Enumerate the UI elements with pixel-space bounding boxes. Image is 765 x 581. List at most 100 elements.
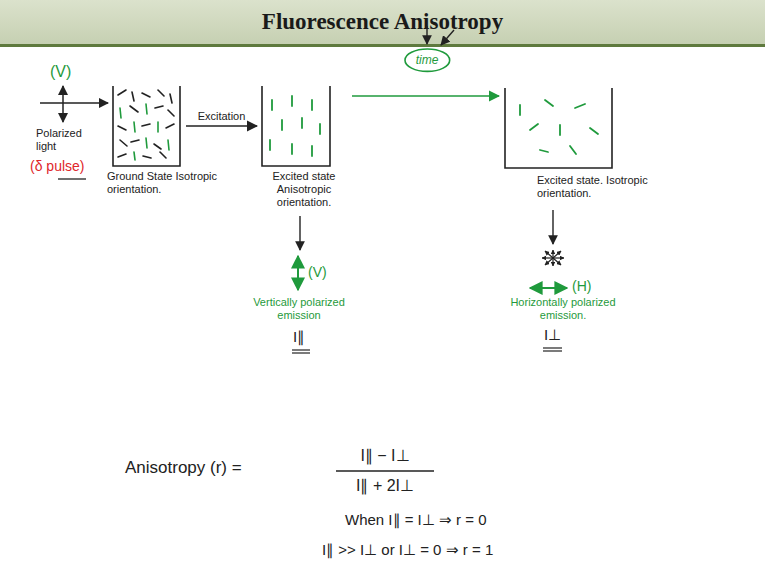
polarization-tag: (V) bbox=[308, 264, 327, 281]
molecule bbox=[311, 146, 313, 156]
fraction-bar bbox=[336, 470, 434, 472]
node-text-group: Ground State Isotropic orientation. bbox=[107, 170, 225, 196]
molecule bbox=[146, 104, 147, 114]
cuvette-outline bbox=[505, 88, 612, 168]
cuvette-wall bbox=[113, 86, 180, 166]
star-ray bbox=[545, 251, 561, 265]
double-underline bbox=[292, 349, 310, 350]
molecule bbox=[143, 156, 151, 158]
star-ray bbox=[545, 251, 561, 265]
connector-arrow bbox=[352, 95, 499, 97]
molecule bbox=[570, 146, 576, 154]
state-caption: Excited state. Isotropic orientation. bbox=[537, 174, 661, 200]
molecule bbox=[291, 96, 293, 106]
molecules bbox=[520, 100, 598, 154]
molecule bbox=[590, 128, 598, 134]
cuvette-wall bbox=[262, 86, 330, 166]
molecules bbox=[270, 96, 320, 156]
time-ellipse: time bbox=[404, 48, 451, 72]
node-text-group: Excited state Anisotropic orientation. bbox=[258, 170, 350, 210]
molecule bbox=[142, 93, 150, 97]
formula-condition: When I∥ = I⊥ ⇒ r = 0 bbox=[345, 511, 487, 529]
molecule bbox=[166, 124, 174, 128]
molecule bbox=[120, 140, 127, 146]
state-caption: Ground State Isotropic orientation. bbox=[107, 170, 225, 196]
molecule bbox=[519, 105, 521, 115]
sample-cuvette: Ground State Isotropic orientation. bbox=[113, 86, 180, 166]
molecule bbox=[281, 120, 283, 130]
light-beam-arrow bbox=[40, 102, 108, 104]
down-arrow bbox=[299, 216, 300, 250]
edge-label: Excitation bbox=[196, 110, 248, 123]
molecule bbox=[311, 100, 313, 110]
formula-denominator: I∥ + 2I⊥ bbox=[335, 476, 435, 495]
intensity-symbol: I∥ bbox=[293, 328, 305, 346]
molecule bbox=[575, 104, 585, 108]
light-caption: Polarized light bbox=[36, 127, 90, 153]
title-band: Fluorescence Anisotropy bbox=[0, 0, 765, 47]
molecule bbox=[168, 110, 174, 116]
molecule bbox=[158, 90, 164, 96]
molecule bbox=[120, 108, 121, 118]
underline bbox=[58, 178, 86, 179]
molecule bbox=[118, 90, 126, 95]
molecule bbox=[170, 94, 172, 103]
sample-cuvette: Excited state. Isotropic orientation. bbox=[505, 88, 612, 168]
time-label: time bbox=[416, 53, 439, 67]
molecule bbox=[301, 118, 303, 128]
molecule bbox=[134, 152, 135, 160]
molecule bbox=[146, 138, 147, 148]
pointer-arrow bbox=[441, 30, 454, 45]
pulse-note: (δ pulse) bbox=[30, 158, 84, 175]
node-text-group: time bbox=[404, 48, 451, 72]
molecule bbox=[154, 144, 161, 149]
molecule bbox=[142, 124, 150, 126]
molecule bbox=[131, 140, 139, 142]
cuvette-outline bbox=[113, 86, 180, 166]
vertical-polarization-arrow bbox=[297, 256, 299, 290]
random-polarization-symbol bbox=[542, 250, 564, 266]
emission-caption: Horizontally polarized emission. bbox=[500, 296, 626, 322]
polarization-arrow bbox=[62, 86, 64, 122]
connector-arrow bbox=[186, 125, 257, 127]
emission-caption: Vertically polarized emission bbox=[240, 296, 358, 322]
molecule bbox=[118, 154, 126, 157]
molecule bbox=[132, 92, 134, 101]
node-text-group: Excited state. Isotropic orientation. bbox=[537, 174, 661, 200]
molecule bbox=[291, 144, 293, 154]
molecule bbox=[319, 124, 321, 134]
horizontal-polarization-arrow bbox=[530, 287, 567, 289]
molecule bbox=[155, 106, 163, 108]
molecule bbox=[160, 152, 166, 158]
molecule bbox=[540, 150, 548, 152]
sample-cuvette: Excited state Anisotropic orientation. bbox=[262, 86, 330, 166]
polarization-tag: (H) bbox=[572, 278, 591, 295]
formula-lhs: Anisotropy (r) = bbox=[125, 458, 242, 478]
molecule bbox=[530, 124, 538, 130]
molecules bbox=[118, 90, 174, 160]
formula-condition: I∥ >> I⊥ or I⊥ = 0 ⇒ r = 1 bbox=[322, 541, 493, 559]
molecule bbox=[118, 126, 126, 130]
state-caption: Excited state Anisotropic orientation. bbox=[258, 170, 350, 210]
ellipse-shape bbox=[405, 49, 450, 71]
cuvette-wall bbox=[505, 88, 612, 168]
intensity-symbol: I⊥ bbox=[544, 326, 561, 344]
double-underline bbox=[543, 350, 562, 351]
molecule bbox=[269, 140, 271, 150]
molecule bbox=[168, 140, 169, 150]
slide-title: Fluorescence Anisotropy bbox=[0, 0, 765, 44]
double-underline bbox=[543, 347, 562, 348]
formula-numerator: I∥ − I⊥ bbox=[335, 446, 435, 465]
molecule bbox=[545, 100, 553, 106]
molecule bbox=[134, 122, 135, 132]
molecule bbox=[559, 125, 561, 135]
molecule bbox=[271, 100, 273, 110]
pointer-arrow bbox=[426, 26, 427, 44]
molecule bbox=[130, 106, 138, 112]
polarization-tag: (V) bbox=[50, 62, 71, 81]
double-underline bbox=[292, 352, 310, 353]
cuvette-outline bbox=[262, 86, 330, 166]
down-arrow bbox=[552, 210, 553, 244]
molecule bbox=[157, 122, 159, 132]
